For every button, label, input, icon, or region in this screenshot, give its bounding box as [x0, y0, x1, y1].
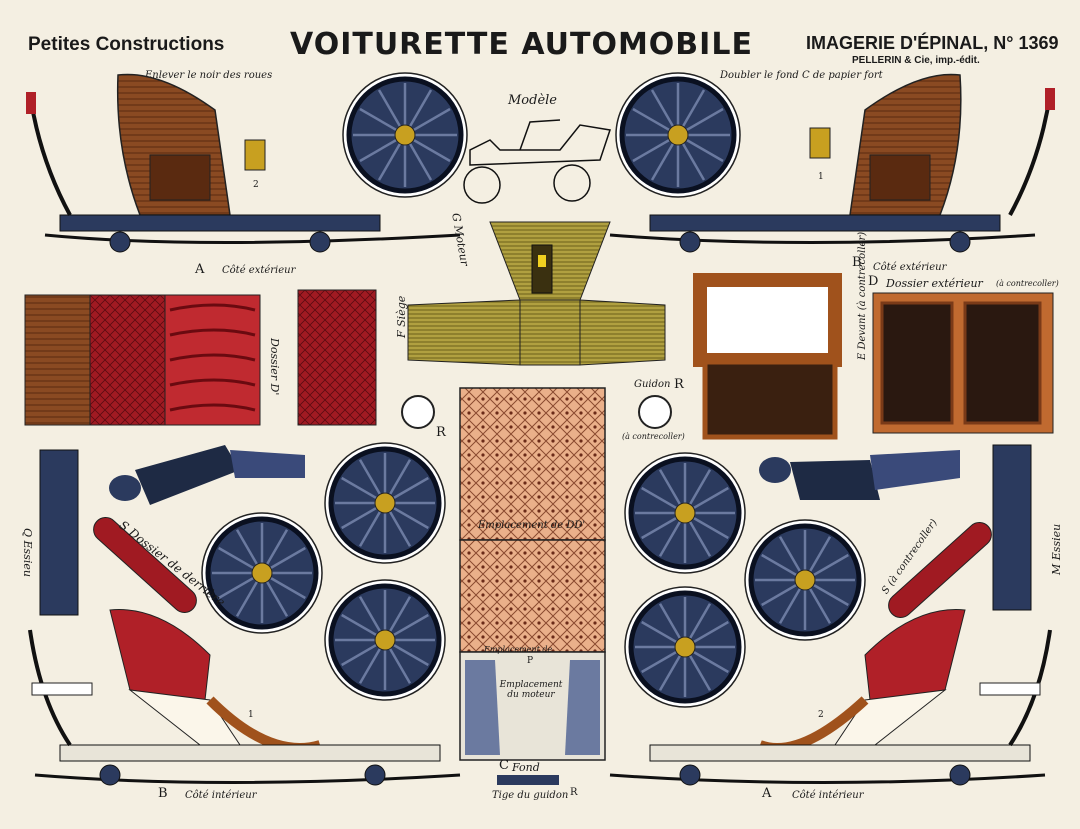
label-r-left: R: [436, 425, 446, 440]
label-a-bottom: A: [762, 786, 772, 801]
steering-disc-right: [638, 395, 672, 429]
label-c: C: [499, 758, 509, 773]
label-f-siege: F Siège: [395, 295, 408, 338]
instruction-right: Doubler le fond C de papier fort: [720, 70, 883, 81]
outer-back-piece-d: [872, 292, 1054, 434]
label-guidon-contrecoller: (à contrecoller): [622, 432, 685, 441]
side-piece-a-interior: [609, 609, 1052, 786]
wheel-2: [615, 72, 741, 198]
wheel-3: [324, 442, 446, 564]
label-emplacement-moteur: Emplacement du moteur: [499, 680, 563, 700]
label-lamp-1-top: 1: [818, 172, 824, 182]
label-fond: Fond: [512, 761, 540, 774]
label-dossier-ext: Dossier extérieur: [886, 277, 983, 290]
front-piece-e: [693, 273, 842, 440]
wheel-4: [624, 452, 746, 574]
axle-piece-q: [39, 449, 79, 616]
label-emplacement-dd: Emplacement de DD': [478, 520, 586, 531]
axle-piece-m: [992, 444, 1032, 611]
label-lamp-2-bottom: 2: [818, 710, 824, 720]
label-emplacement-de: Emplacement de: [484, 645, 553, 654]
driver-figure-left: [109, 445, 305, 505]
label-lamp-2-top: 2: [253, 180, 259, 190]
side-piece-b-interior: [28, 609, 461, 786]
label-m-essieu: M Essieu: [1050, 523, 1063, 575]
seat-piece-f: [297, 289, 377, 426]
dossier-d-prime-piece: [24, 294, 261, 426]
side-piece-b-exterior: [609, 73, 1055, 253]
label-r-tige: R: [570, 787, 578, 798]
series-title: Petites Constructions: [28, 34, 225, 55]
label-r-guidon: R: [674, 377, 684, 392]
floor-piece-c: [459, 387, 606, 785]
engine-piece-g: [407, 221, 666, 366]
label-contrecoller-d: (à contrecoller): [996, 279, 1059, 288]
label-e-devant: E Devant (à contrecoller): [857, 231, 868, 360]
label-cote-ext-b: Côté extérieur: [873, 262, 947, 273]
label-guidon: Guidon: [634, 379, 671, 390]
label-q-essieu: Q Essieu: [21, 528, 34, 577]
wheel-1: [342, 72, 468, 198]
wheel-6: [744, 519, 866, 641]
wheel-8: [624, 586, 746, 708]
label-p: P: [527, 656, 534, 666]
driver-figure-right: [759, 450, 960, 500]
label-lamp-1-bottom: 1: [248, 710, 254, 720]
printer: PELLERIN & Cie, imp.-édit.: [852, 55, 980, 66]
label-cote-int-a: Côté intérieur: [792, 790, 864, 801]
side-piece-a-exterior: [26, 73, 461, 253]
model-label: Modèle: [508, 93, 558, 108]
label-dossier-d-prime: Dossier D': [268, 338, 281, 396]
label-b-top: B: [852, 255, 862, 270]
rear-back-roll-left: [93, 517, 197, 613]
label-a-top: A: [195, 262, 205, 277]
label-cote-int-b: Côté intérieur: [185, 790, 257, 801]
label-d: D: [868, 274, 879, 289]
label-b-bottom: B: [158, 786, 168, 801]
model-car-sketch: [463, 119, 611, 204]
publisher: IMAGERIE D'ÉPINAL, N° 1369: [806, 33, 1059, 53]
label-cote-ext-a: Côté extérieur: [222, 265, 296, 276]
wheel-7: [324, 579, 446, 701]
wheel-5: [201, 512, 323, 634]
steering-disc-left: [401, 395, 435, 429]
label-tige-guidon: Tige du guidon: [492, 790, 569, 801]
instruction-left: Enlever le noir des roues: [145, 70, 273, 81]
main-title: VOITURETTE AUTOMOBILE: [290, 27, 753, 62]
rear-back-roll-right: [888, 522, 992, 618]
